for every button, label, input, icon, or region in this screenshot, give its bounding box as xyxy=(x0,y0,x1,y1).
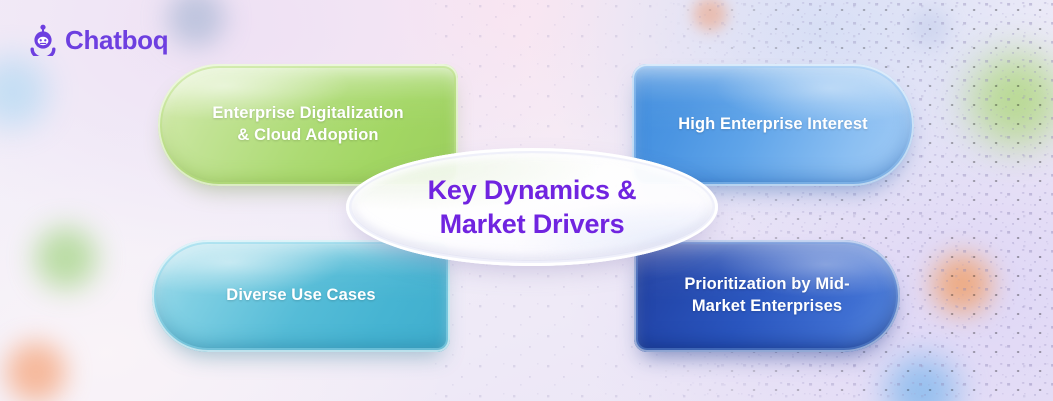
card-prioritization-mid-market[interactable]: Prioritization by Mid- Market Enterprise… xyxy=(634,240,900,352)
background-blob xyxy=(6,342,66,401)
center-title-oval: Key Dynamics & Market Drivers xyxy=(346,148,718,266)
card-label: Enterprise Digitalization & Cloud Adopti… xyxy=(212,104,404,144)
card-label: Prioritization by Mid- Market Enterprise… xyxy=(684,275,850,315)
card-high-enterprise-interest[interactable]: High Enterprise Interest xyxy=(632,64,914,186)
background-blob xyxy=(910,8,950,48)
card-diverse-use-cases[interactable]: Diverse Use Cases xyxy=(152,240,450,352)
background-blob xyxy=(886,356,958,401)
robot-head-icon xyxy=(30,24,56,56)
brand-logo[interactable]: Chatboq xyxy=(28,24,169,56)
background-blob xyxy=(933,255,991,313)
background-blob xyxy=(970,54,1053,146)
card-label: High Enterprise Interest xyxy=(678,115,868,134)
background-blob xyxy=(35,227,97,289)
background-blob xyxy=(167,0,225,47)
card-label: Diverse Use Cases xyxy=(226,286,376,305)
brand-name: Chatboq xyxy=(65,25,169,55)
background-blob xyxy=(0,56,48,128)
center-title: Key Dynamics & Market Drivers xyxy=(427,174,637,239)
background-blob xyxy=(693,0,727,31)
